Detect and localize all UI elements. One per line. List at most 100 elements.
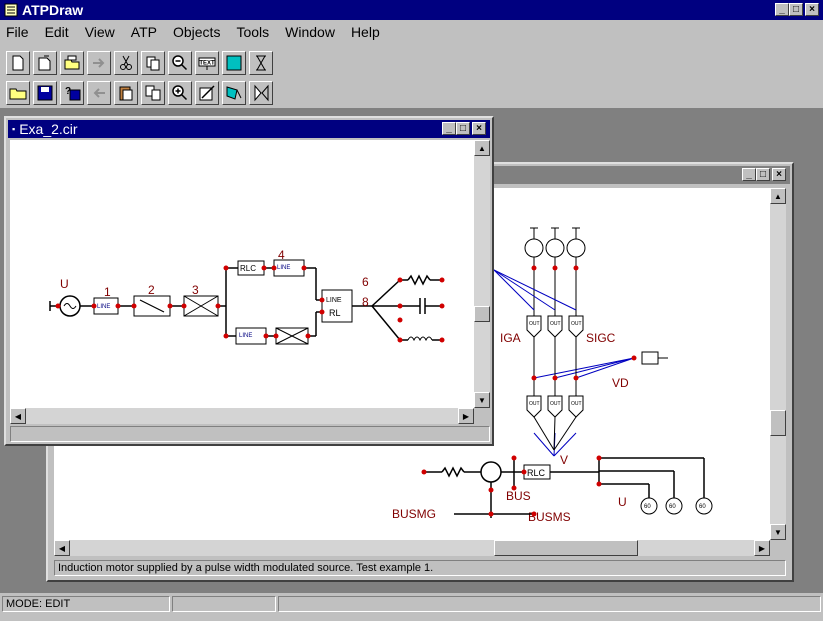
label-u-front: U <box>60 277 69 291</box>
front-close-icon[interactable]: × <box>472 122 486 135</box>
comp-line1: LINE <box>97 304 110 310</box>
menu-tools[interactable]: Tools <box>236 24 270 40</box>
front-scroll-down-icon[interactable]: ▼ <box>474 392 490 408</box>
status-panel-3 <box>278 596 821 612</box>
label-busmg: BUSMG <box>392 507 436 521</box>
menu-view[interactable]: View <box>84 24 115 40</box>
svg-text:OUT: OUT <box>550 321 561 327</box>
maximize-icon[interactable]: □ <box>789 3 803 16</box>
label-u: U <box>618 495 627 509</box>
menu-help[interactable]: Help <box>350 24 380 40</box>
back-scroll-up-icon[interactable]: ▲ <box>770 188 786 204</box>
comp-line-rl-bottom: LINE <box>239 333 252 339</box>
open-folder-icon[interactable] <box>6 81 30 105</box>
label-node-2: 2 <box>148 283 155 297</box>
menu-window[interactable]: Window <box>285 24 335 40</box>
label-v: V <box>560 453 568 467</box>
menu-edit[interactable]: Edit <box>44 24 69 40</box>
front-scroll-left-icon[interactable]: ◀ <box>10 408 26 424</box>
comp-rlc: RLC <box>240 264 256 273</box>
select-region-icon[interactable] <box>222 81 246 105</box>
front-window-description <box>10 426 490 442</box>
app-title: ATPDraw <box>22 2 84 18</box>
front-maximize-icon[interactable]: □ <box>456 122 470 135</box>
front-scroll-right-icon[interactable]: ▶ <box>458 408 474 424</box>
svg-text:OUT: OUT <box>550 401 561 407</box>
front-circuit-diagram: LINE LINE LINE RLC LINE RL U 1 2 3 4 6 8 <box>49 248 445 345</box>
zoom-out-icon[interactable] <box>168 51 192 75</box>
svg-text:OUT: OUT <box>571 401 582 407</box>
undo-arrow-icon[interactable] <box>87 81 111 105</box>
zoom-in-icon[interactable] <box>168 81 192 105</box>
save-icon[interactable] <box>33 81 57 105</box>
back-maximize-icon[interactable]: □ <box>756 168 770 181</box>
svg-text:60: 60 <box>644 504 651 510</box>
probe-group <box>524 227 586 328</box>
comp-rl: RL <box>329 308 341 318</box>
front-window-title: Exa_2.cir <box>19 121 78 137</box>
line-draw-icon[interactable] <box>195 81 219 105</box>
text-icon[interactable]: TEXT <box>195 51 219 75</box>
svg-text:TEXT: TEXT <box>199 61 215 67</box>
back-vertical-scrollbar[interactable]: ▲ ▼ <box>770 188 786 540</box>
label-node-4: 4 <box>278 248 285 262</box>
svg-text:60: 60 <box>699 504 706 510</box>
open-file-icon[interactable] <box>33 51 57 75</box>
copy-icon[interactable] <box>141 51 165 75</box>
back-vscroll-thumb[interactable] <box>770 410 786 436</box>
front-scroll-up-icon[interactable]: ▲ <box>474 140 490 156</box>
front-vertical-scrollbar[interactable]: ▲ ▼ <box>474 140 490 408</box>
label-vd: VD <box>612 376 629 390</box>
menu-objects[interactable]: Objects <box>172 24 221 40</box>
comp-line-main: LINE <box>326 297 342 304</box>
label-iga: IGA <box>500 331 521 345</box>
main-status-bar: MODE: EDIT <box>0 594 823 614</box>
cut-icon[interactable] <box>114 51 138 75</box>
comp-line-rl-top: LINE <box>277 265 290 271</box>
label-rlc-back: RLC <box>527 468 546 478</box>
back-scroll-down-icon[interactable]: ▼ <box>770 524 786 540</box>
label-node-8: 8 <box>362 295 369 309</box>
document-icon[interactable]: ▪ <box>12 124 16 134</box>
new-file-icon[interactable] <box>6 51 30 75</box>
svg-text:OUT: OUT <box>529 321 540 327</box>
label-node-6: 6 <box>362 275 369 289</box>
paste-special-icon[interactable] <box>141 81 165 105</box>
front-circuit-canvas[interactable]: LINE LINE LINE RLC LINE RL U 1 2 3 4 6 8 <box>10 140 474 408</box>
app-titlebar: ATPDraw _ □ × <box>0 0 823 20</box>
hourglass-icon[interactable] <box>249 51 273 75</box>
front-window-titlebar[interactable]: ▪ Exa_2.cir _ □ × <box>8 120 490 138</box>
svg-text:?: ? <box>65 86 71 97</box>
back-hscroll-thumb[interactable] <box>494 540 638 556</box>
toolbar-row-2: ? <box>6 81 326 107</box>
circuit-window-front[interactable]: ▪ Exa_2.cir _ □ × <box>4 116 494 446</box>
back-scroll-right-icon[interactable]: ▶ <box>754 540 770 556</box>
toolbar-row-1: TEXT <box>6 51 326 77</box>
back-close-icon[interactable]: × <box>772 168 786 181</box>
menu-bar: File Edit View ATP Objects Tools Window … <box>0 21 823 43</box>
status-mode: MODE: EDIT <box>2 596 170 612</box>
label-sigc: SIGC <box>586 331 616 345</box>
back-scroll-left-icon[interactable]: ◀ <box>54 540 70 556</box>
front-vscroll-thumb[interactable] <box>474 306 490 322</box>
minimize-icon[interactable]: _ <box>775 3 789 16</box>
back-minimize-icon[interactable]: _ <box>742 168 756 181</box>
fill-square-icon[interactable] <box>222 51 246 75</box>
menu-file[interactable]: File <box>6 24 29 40</box>
front-horizontal-scrollbar[interactable]: ◀ ▶ <box>10 408 474 424</box>
save-as-icon[interactable]: ? <box>60 81 84 105</box>
status-panel-2 <box>172 596 276 612</box>
redo-arrow-icon[interactable] <box>87 51 111 75</box>
label-node-3: 3 <box>192 283 199 297</box>
back-horizontal-scrollbar[interactable]: ◀ ▶ <box>54 540 770 556</box>
close-icon[interactable]: × <box>805 3 819 16</box>
front-minimize-icon[interactable]: _ <box>442 122 456 135</box>
paste-icon[interactable] <box>114 81 138 105</box>
menu-atp[interactable]: ATP <box>130 24 157 40</box>
atpdraw-app-icon[interactable] <box>4 3 18 17</box>
open-library-icon[interactable] <box>60 51 84 75</box>
flip-icon[interactable] <box>249 81 273 105</box>
svg-text:OUT: OUT <box>571 321 582 327</box>
svg-text:60: 60 <box>669 504 676 510</box>
